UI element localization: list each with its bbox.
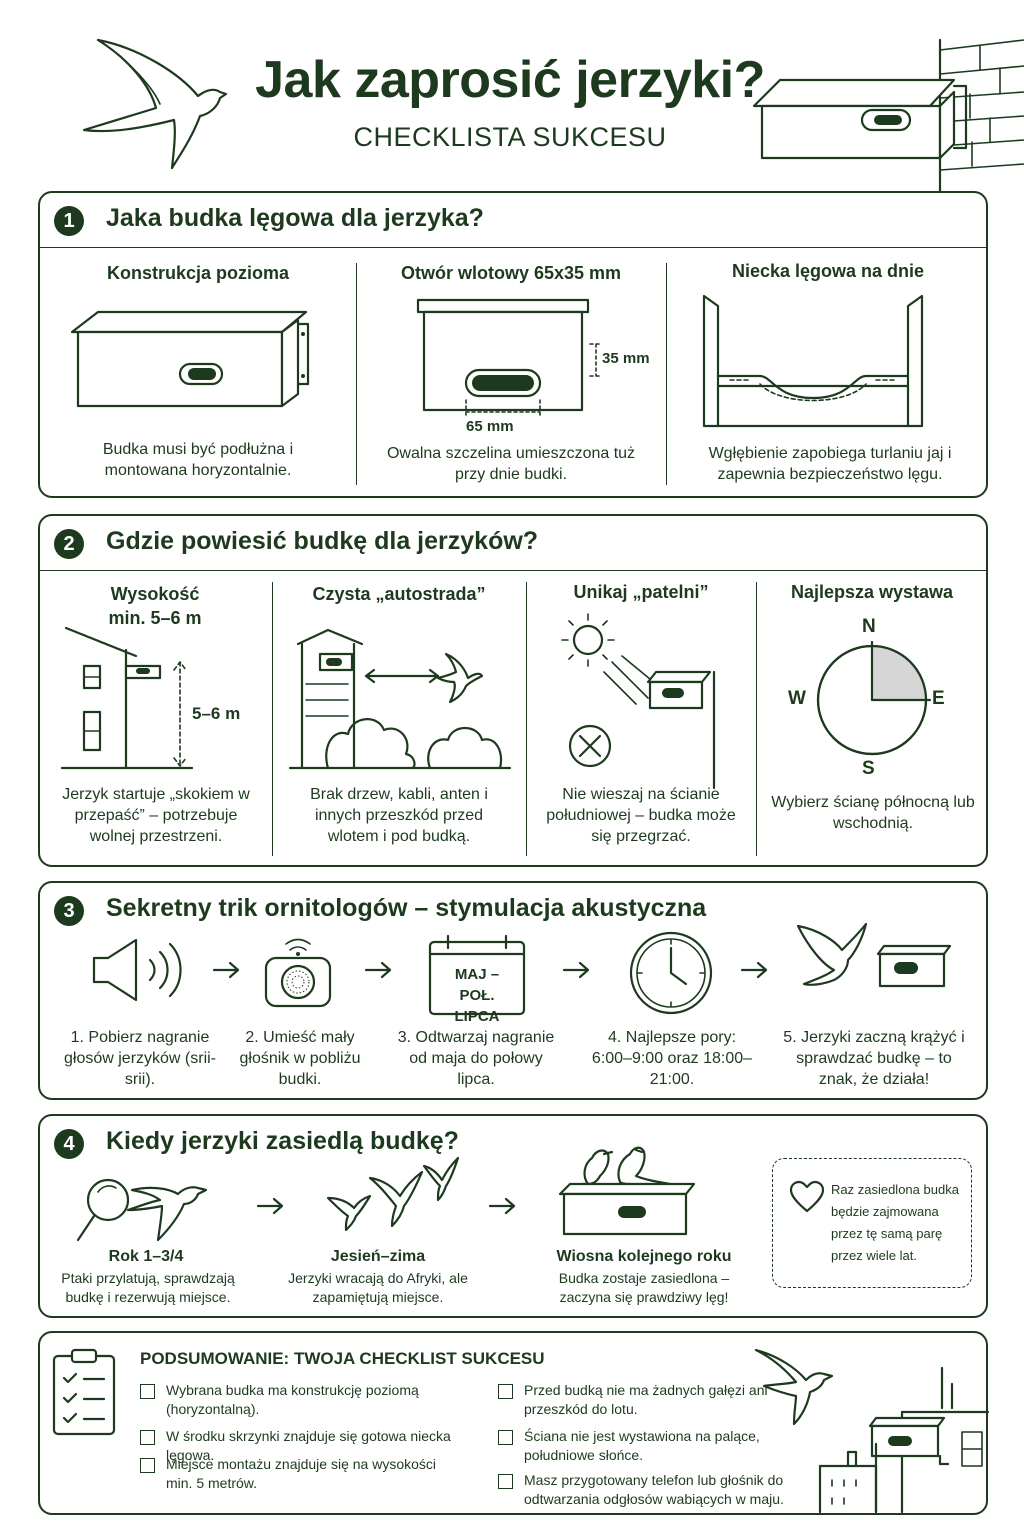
speaker-icon <box>92 938 182 1002</box>
compass-e: E <box>932 688 945 709</box>
magnifier-swift-icon <box>76 1178 208 1242</box>
dimension-height: 35 mm <box>602 350 650 367</box>
item-heading: Otwór wlotowy 65x35 mm <box>400 263 622 283</box>
swift-and-box-icon <box>796 922 952 988</box>
info-note: Raz zasiedlona budka będzie zajmowana pr… <box>772 1158 972 1288</box>
small-speaker-icon <box>264 938 332 1008</box>
section-nest-box: 1 Jaka budka lęgowa dla jerzyka? Konstru… <box>38 191 988 498</box>
checkbox[interactable] <box>498 1430 513 1445</box>
section-title: Sekretny trik ornitologów – stymulacja a… <box>106 894 707 922</box>
sun-overheating-icon <box>561 613 716 790</box>
calendar-icon <box>428 934 526 1016</box>
compass-s: S <box>862 758 875 779</box>
nest-box-wall-illustration <box>752 38 1024 194</box>
checklist-item[interactable]: Miejsce montażu znajduje się na wysokośc… <box>140 1455 460 1493</box>
swift-icon <box>82 38 228 170</box>
stage-heading: Wiosna kolejnego roku <box>556 1248 732 1265</box>
section-number: 4 <box>54 1129 84 1159</box>
clock-icon <box>629 931 713 1015</box>
arrow-right-icon <box>364 961 392 979</box>
checklist-item[interactable]: Wybrana budka ma konstrukcję poziomą (ho… <box>140 1381 460 1419</box>
section-title: Jaka budka lęgowa dla jerzyka? <box>106 204 484 232</box>
calendar-text: MAJ – POŁ. LIPCA <box>454 966 500 1025</box>
page-subtitle: CHECKLISTA SUKCESU <box>353 122 667 152</box>
section-number: 2 <box>54 529 84 559</box>
item-text: Jerzyk startuje „skokiem w przepaść” – p… <box>62 786 250 845</box>
checklist-item[interactable]: Przed budką nie ma żadnych gałęzi ani pr… <box>498 1381 768 1419</box>
arrow-right-icon <box>256 1197 284 1215</box>
compass-w: W <box>788 688 806 709</box>
migrating-swifts-icon <box>326 1156 460 1232</box>
step-text: 1. Pobierz nagranie głosów jerzyków (sri… <box>63 1029 217 1088</box>
section-number: 1 <box>54 206 84 236</box>
city-swift-illustration <box>754 1348 990 1514</box>
horizontal-box-icon <box>70 310 310 408</box>
arrow-right-icon <box>488 1197 516 1215</box>
stage-text: Budka zostaje zasiedlona – zaczyna się p… <box>558 1270 730 1305</box>
compass-icon <box>816 640 932 756</box>
compass-n: N <box>862 616 876 637</box>
item-text: Wybierz ścianę północną lub wschodnią. <box>771 794 975 832</box>
page-title: Jak zaprosić jerzyki? <box>255 51 765 109</box>
section-acoustic: 3 Sekretny trik ornitologów – stymulacja… <box>38 881 988 1100</box>
height-dimension: 5–6 m <box>192 704 241 723</box>
section-title: Kiedy jerzyki zasiedlą budkę? <box>106 1127 459 1155</box>
item-heading: Czysta „autostrada” <box>312 584 486 604</box>
item-text: Budka musi być podłużna i montowana hory… <box>102 441 294 479</box>
item-text: Brak drzew, kabli, anten i innych przesz… <box>310 786 488 845</box>
section-title: Gdzie powiesić budkę dla jerzyków? <box>106 527 539 555</box>
clipboard-icon <box>52 1348 116 1436</box>
checkbox[interactable] <box>140 1430 155 1445</box>
checkbox[interactable] <box>140 1384 155 1399</box>
stage-heading: Rok 1–3/4 <box>108 1248 184 1265</box>
item-heading: Wysokość min. 5–6 m <box>108 584 202 628</box>
section-number: 3 <box>54 896 84 926</box>
checkbox[interactable] <box>140 1458 155 1473</box>
checklist-item[interactable]: Masz przygotowany telefon lub głośnik do… <box>498 1471 798 1509</box>
clear-flight-path-icon <box>288 628 512 770</box>
step-text: 4. Najlepsze pory: 6:00–9:00 oraz 18:00–… <box>591 1029 753 1088</box>
nest-cup-icon <box>702 294 924 428</box>
item-heading: Konstrukcja pozioma <box>106 263 290 283</box>
arrow-right-icon <box>212 961 240 979</box>
section-summary: PODSUMOWANIE: TWOJA CHECKLIST SUKCESU Wy… <box>38 1331 988 1515</box>
stage-text: Jerzyki wracają do Afryki, ale zapamiętu… <box>288 1270 468 1305</box>
stage-text: Ptaki przylatują, sprawdzają budkę i rez… <box>61 1270 235 1305</box>
dimension-width: 65 mm <box>466 418 514 435</box>
item-heading: Niecka lęgowa na dnie <box>731 261 925 281</box>
entrance-hole-icon <box>416 298 603 419</box>
note-text: Raz zasiedlona budka będzie zajmowana pr… <box>831 1182 959 1263</box>
arrow-right-icon <box>740 961 768 979</box>
stage-heading: Jesień–zima <box>330 1248 426 1265</box>
occupied-box-icon <box>558 1146 696 1236</box>
height-building-icon <box>60 626 194 770</box>
step-text: 3. Odtwarzaj nagranie od maja do połowy … <box>397 1029 555 1088</box>
section-placement: 2 Gdzie powiesić budkę dla jerzyków? Wys… <box>38 514 988 867</box>
step-text: 2. Umieść mały głośnik w pobliżu budki. <box>239 1029 361 1088</box>
item-text: Nie wieszaj na ścianie południowej – bud… <box>546 786 736 845</box>
step-text: 5. Jerzyki zaczną krążyć i sprawdzać bud… <box>783 1029 965 1088</box>
section-timeline: 4 Kiedy jerzyki zasiedlą budkę? Rok 1–3/… <box>38 1114 988 1318</box>
arrow-right-icon <box>562 961 590 979</box>
checklist-item[interactable]: W środku skrzynki znajduje się gotowa ni… <box>140 1427 490 1465</box>
item-heading: Unikaj „patelni” <box>573 582 709 602</box>
checklist-item[interactable]: Ściana nie jest wystawiona na palące, po… <box>498 1427 768 1465</box>
checkbox[interactable] <box>498 1474 513 1489</box>
summary-title: PODSUMOWANIE: TWOJA CHECKLIST SUKCESU <box>140 1349 545 1368</box>
item-heading: Najlepsza wystawa <box>790 582 954 602</box>
heart-icon <box>789 1180 825 1213</box>
item-text: Wgłębienie zapobiega turlaniu jaj i zape… <box>708 445 952 483</box>
item-text: Owalna szczelina umieszczona tuż przy dn… <box>386 445 636 483</box>
checkbox[interactable] <box>498 1384 513 1399</box>
